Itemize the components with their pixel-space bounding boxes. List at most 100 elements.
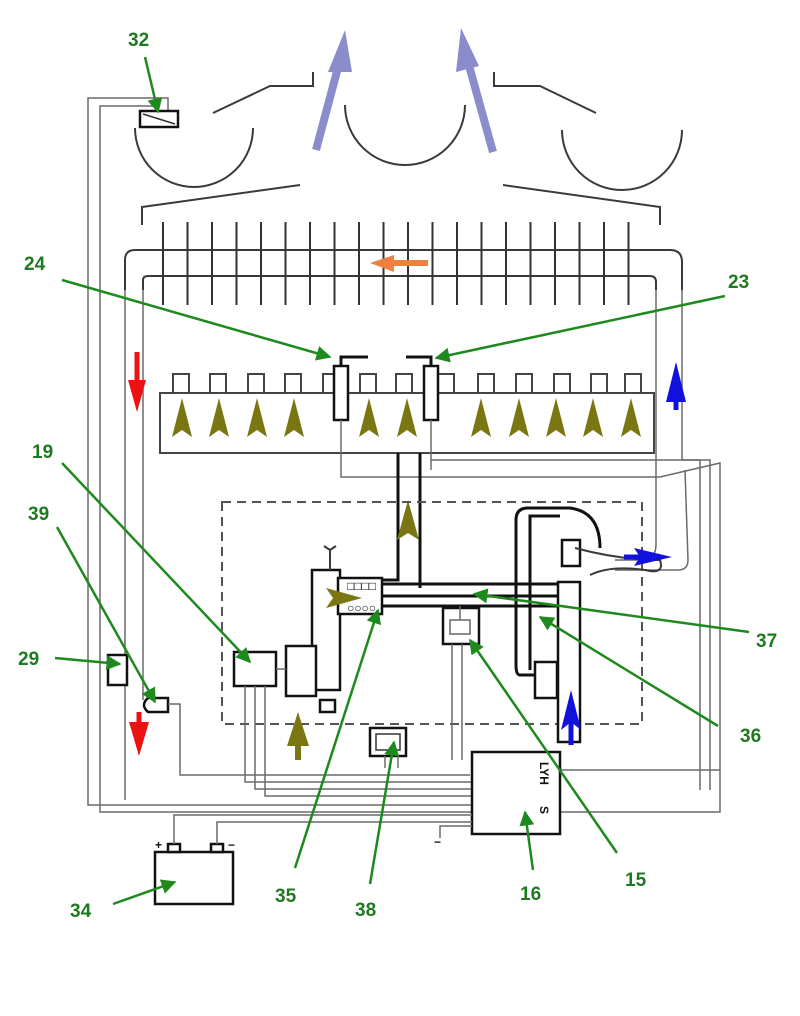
cold-water-arrow-up <box>666 362 686 410</box>
burner-flame <box>583 398 603 437</box>
burner-flame <box>546 398 566 437</box>
wiring-harness <box>87 686 721 813</box>
callout-29: 29 <box>18 649 122 671</box>
sensor-39-wire <box>168 703 470 776</box>
callout-label-37: 37 <box>756 631 777 652</box>
burner-nozzle <box>395 373 413 393</box>
burner-flame <box>509 398 529 437</box>
overheat-thermostat-29 <box>106 653 129 687</box>
ground-label: − <box>434 835 441 849</box>
microswitch-15 <box>441 606 481 760</box>
burner-nozzle <box>209 373 227 393</box>
callout-32: 32 <box>128 30 163 114</box>
exchanger-inner-coil <box>142 275 657 290</box>
gas-valve-35: □□□□ ○○○○ <box>284 545 384 714</box>
callouts: 32 24 23 19 39 29 34 35 <box>18 30 777 922</box>
sensor-39 <box>142 696 170 714</box>
battery-34: + − <box>153 814 472 906</box>
burner-nozzle <box>553 373 571 393</box>
burner-flame <box>209 398 229 437</box>
callout-39: 39 <box>28 504 157 704</box>
burner-flame <box>247 398 267 437</box>
burner-nozzle <box>437 373 455 393</box>
water-valve-36 <box>514 506 662 744</box>
callout-label-24: 24 <box>24 254 46 275</box>
callout-38: 38 <box>355 740 400 921</box>
callout-34: 34 <box>70 879 177 922</box>
callout-19: 19 <box>32 442 252 664</box>
callout-label-19: 19 <box>32 442 53 463</box>
burner-nozzle <box>359 373 377 393</box>
wire-32-outer <box>87 97 169 800</box>
burner-flame <box>359 398 379 437</box>
callout-24: 24 <box>24 254 332 361</box>
hot-water-arrow-lower <box>129 712 149 756</box>
hood-skirt-left <box>141 184 301 225</box>
callout-37: 37 <box>472 588 777 652</box>
callout-label-34: 34 <box>70 901 92 922</box>
burner-nozzle <box>590 373 608 393</box>
thermostat-contact <box>142 113 176 125</box>
burner <box>159 373 655 454</box>
callout-label-32: 32 <box>128 30 149 51</box>
valve-assembly-outline <box>221 501 643 725</box>
callout-label-39: 39 <box>28 504 49 525</box>
callout-36: 36 <box>538 615 761 747</box>
battery-plus-label: + <box>155 838 162 852</box>
cold-water-arrow-in <box>561 690 581 745</box>
callout-label-38: 38 <box>355 900 376 921</box>
burner-nozzle <box>247 373 265 393</box>
burner-nozzle <box>477 373 495 393</box>
flue-hood <box>134 72 683 225</box>
thermostat-wires <box>87 97 169 800</box>
callout-15: 15 <box>468 638 647 891</box>
baffle-right <box>561 129 683 191</box>
control-unit-marking-bottom: S <box>537 806 551 814</box>
burner-flame <box>621 398 641 437</box>
ignition-electrode-24 <box>332 355 368 470</box>
burner-flame <box>471 398 491 437</box>
callout-label-16: 16 <box>520 884 541 905</box>
valve-coils: □□□□ <box>347 579 376 593</box>
gas-flow-arrow-right <box>326 588 362 608</box>
burner-flame <box>172 398 192 437</box>
burner-nozzle <box>172 373 190 393</box>
hot-water-arrows <box>128 352 149 756</box>
hot-water-arrow-upper <box>128 352 146 412</box>
callout-label-15: 15 <box>625 870 647 891</box>
heat-flow-arrow <box>370 255 428 272</box>
solenoid-19 <box>232 650 278 688</box>
hood-deflector-left <box>212 72 314 114</box>
callout-35: 35 <box>275 608 382 907</box>
battery-minus-label: − <box>228 838 235 852</box>
burner-nozzle <box>624 373 642 393</box>
exhaust-arrow-right <box>456 28 497 154</box>
callout-16: 16 <box>519 810 541 905</box>
cold-water-arrow-out <box>624 548 672 566</box>
ground-wire <box>439 825 472 838</box>
burner-flame <box>397 398 417 437</box>
electrode-wire-24 <box>340 462 721 800</box>
valve-coils-lower: ○○○○ <box>347 601 376 615</box>
valve-spring <box>323 545 337 552</box>
callout-label-23: 23 <box>728 272 749 293</box>
gas-flow-arrow-up <box>397 500 419 540</box>
callout-label-36: 36 <box>740 726 761 747</box>
hood-deflector-right <box>493 72 597 114</box>
cold-water-return <box>615 469 689 571</box>
callout-label-35: 35 <box>275 886 297 907</box>
control-unit-16: LYH S <box>470 750 562 836</box>
control-unit-marking-top: LYH <box>537 762 551 785</box>
cold-water-pipe-outer <box>681 290 701 790</box>
exhaust-flow-arrows <box>312 28 497 154</box>
gas-inlet-arrow <box>287 712 309 760</box>
hood-skirt-right <box>502 184 661 225</box>
baffle-center <box>344 104 466 166</box>
baffle-left <box>134 127 254 188</box>
callout-23: 23 <box>434 272 749 363</box>
burner-nozzle <box>284 373 302 393</box>
burner-manifold <box>159 392 655 454</box>
electrode-wire-23 <box>431 459 711 790</box>
exhaust-arrow-left <box>312 30 352 152</box>
